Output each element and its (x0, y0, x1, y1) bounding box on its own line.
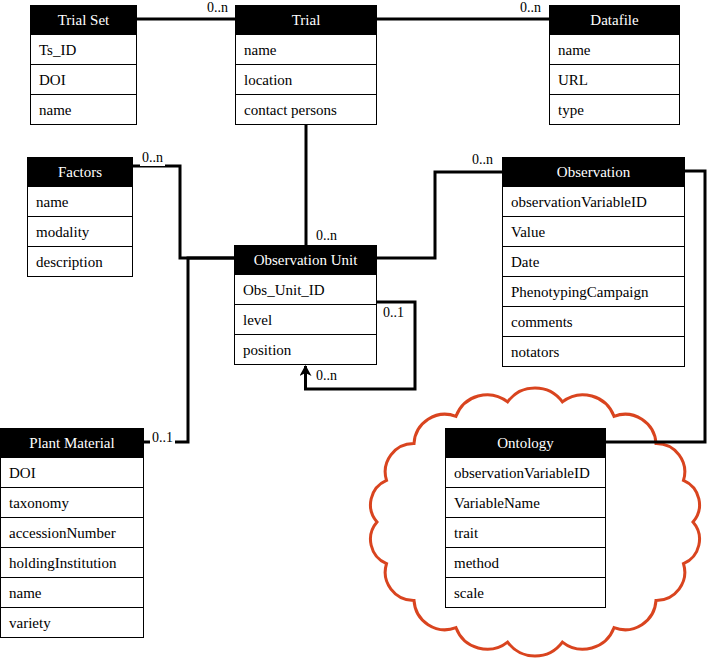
attribute-field: VariableName (446, 487, 605, 517)
attribute-field: name (28, 186, 132, 216)
relation-line (377, 18, 549, 21)
multiplicity-label: 0..n (314, 228, 339, 244)
attribute-field: Value (503, 216, 684, 246)
entity-title: Plant Material (1, 429, 143, 457)
attribute-field: name (1, 577, 143, 607)
multiplicity-label: 0..n (205, 0, 230, 16)
entity-box: ObservationobservationVariableIDValueDat… (502, 157, 685, 367)
relation-line (377, 172, 502, 258)
multiplicity-label: 0..n (518, 0, 543, 16)
attribute-field: name (31, 94, 136, 124)
attribute-field: method (446, 547, 605, 577)
attribute-field: name (550, 34, 679, 64)
attribute-field: name (236, 34, 376, 64)
entity-title: Datafile (550, 6, 679, 34)
attribute-field: position (235, 334, 376, 364)
entity-title: Trial Set (31, 6, 136, 34)
attribute-field: accessionNumber (1, 517, 143, 547)
entity-box: OntologyobservationVariableIDVariableNam… (445, 428, 606, 608)
entity-title: Observation Unit (235, 246, 376, 274)
entity-title: Ontology (446, 429, 605, 457)
attribute-field: location (236, 64, 376, 94)
attribute-field: notators (503, 336, 684, 366)
attribute-field: Ts_ID (31, 34, 136, 64)
attribute-field: scale (446, 577, 605, 607)
multiplicity-label: 0..n (140, 150, 165, 166)
relation-line (137, 18, 235, 21)
entity-box: Factorsnamemodalitydescription (27, 157, 133, 277)
attribute-field: Obs_Unit_ID (235, 274, 376, 304)
attribute-field: type (550, 94, 679, 124)
multiplicity-label: 0..1 (381, 305, 406, 321)
attribute-field: trait (446, 517, 605, 547)
attribute-field: holdingInstitution (1, 547, 143, 577)
attribute-field: Date (503, 246, 684, 276)
attribute-field: variety (1, 607, 143, 637)
attribute-field: PhenotypingCampaign (503, 276, 684, 306)
attribute-field: DOI (1, 457, 143, 487)
relation-line (133, 166, 234, 258)
attribute-field: taxonomy (1, 487, 143, 517)
entity-title: Observation (503, 158, 684, 186)
attribute-field: observationVariableID (446, 457, 605, 487)
relation-line (305, 125, 308, 245)
attribute-field: DOI (31, 64, 136, 94)
entity-box: Observation UnitObs_Unit_IDlevelposition (234, 245, 377, 365)
attribute-field: description (28, 246, 132, 276)
entity-box: Trial SetTs_IDDOIname (30, 5, 137, 125)
attribute-field: observationVariableID (503, 186, 684, 216)
attribute-field: modality (28, 216, 132, 246)
entity-box: Trialnamelocationcontact persons (235, 5, 377, 125)
multiplicity-label: 0..n (470, 152, 495, 168)
entity-title: Factors (28, 158, 132, 186)
relation-line (144, 258, 234, 442)
multiplicity-label: 0..n (314, 368, 339, 384)
attribute-field: comments (503, 306, 684, 336)
multiplicity-label: 0..1 (150, 430, 175, 446)
cloud-shape (371, 388, 700, 656)
attribute-field: URL (550, 64, 679, 94)
entity-box: DatafilenameURLtype (549, 5, 680, 125)
attribute-field: level (235, 304, 376, 334)
entity-title: Trial (236, 6, 376, 34)
attribute-field: contact persons (236, 94, 376, 124)
entity-box: Plant MaterialDOItaxonomyaccessionNumber… (0, 428, 144, 638)
